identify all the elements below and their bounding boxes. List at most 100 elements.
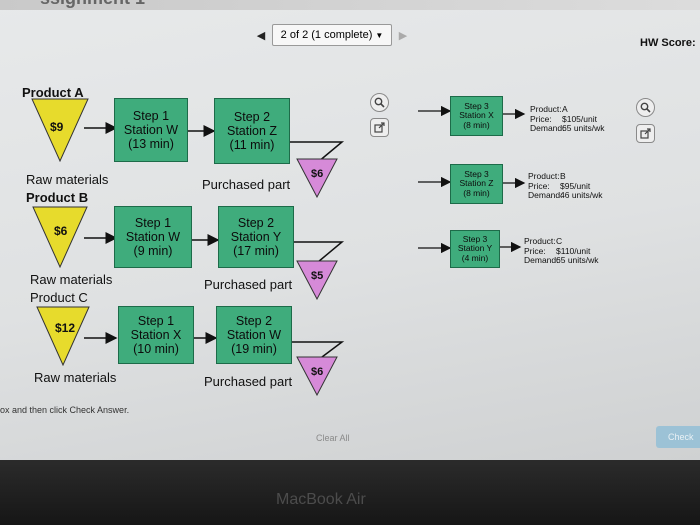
product-c-title: Product C [30,290,88,305]
open-external-icon-right[interactable] [636,124,655,143]
time-label: (9 min) [133,244,173,258]
time-label: (13 min) [128,137,174,151]
price-key: Price: [530,113,552,124]
step3-station-x-box[interactable]: Step 3 Station X (8 min) [450,96,503,136]
price-value: $105/unit [562,113,597,124]
product-b-title: Product B [26,190,89,205]
time-label: (17 min) [233,244,279,258]
product-c-info: Product:C Price:$110/unit Demand:65 unit… [524,236,599,266]
hw-score-label: HW Score: [640,37,696,49]
product-a-step1-box[interactable]: Step 1 Station W (13 min) [114,98,188,162]
station-label: Station Y [230,230,282,244]
raw-materials-a-triangle[interactable] [31,98,89,162]
step-label: Step 2 [237,216,275,230]
raw-materials-c-label: Raw materials [34,370,117,385]
time-label: (8 min) [463,187,490,198]
flow-connectors [105,105,526,361]
price-value: $110/unit [556,245,591,256]
product-a-title: Product A [22,85,84,100]
demand-key: Demand: [528,190,563,200]
step-label: Step 3 [464,168,489,179]
step3-station-z-box[interactable]: Step 3 Station Z (8 min) [450,164,503,204]
product-a-info: Product:A Price:$105/unit Demand:65 unit… [530,104,605,134]
purchased-part-b-triangle[interactable] [296,260,338,300]
demand-value: 65 units/wk [556,255,599,265]
raw-materials-a-price: $9 [50,120,64,134]
time-label: (11 min) [229,138,275,152]
step-label: Step 3 [462,233,488,244]
product-name: A [562,104,568,114]
open-external-icon[interactable] [370,118,389,137]
demand-value: 46 units/wk [560,190,603,200]
purchased-part-b-label: Purchased part [204,277,293,292]
product-key: Product: [528,171,560,181]
product-c-step1-box[interactable]: Step 1 Station X (10 min) [118,306,194,364]
station-label: Station Z [459,178,494,189]
step-label: Step 1 [132,109,170,123]
next-arrow-icon: ▶ [398,29,408,42]
zoom-icon-right[interactable] [636,98,655,117]
check-answer-button[interactable]: Check [656,426,700,448]
station-label: Station X [459,110,494,121]
raw-materials-b-label: Raw materials [30,272,113,287]
product-b-info: Product:B Price: $95/unit Demand:46 units… [528,171,603,201]
prev-arrow-icon: ◀ [256,29,266,42]
demand-value: 65 units/wk [562,123,605,133]
arrow-a-step2-exit [290,141,345,163]
step-label: Step 2 [235,314,273,328]
purchased-part-c-label: Purchased part [204,374,293,389]
next-question-button[interactable]: ▶ [392,25,414,45]
time-label: (19 min) [231,342,277,356]
station-label: Station Y [457,243,493,254]
raw-materials-a-label: Raw materials [26,172,109,187]
purchased-part-a-triangle[interactable] [296,158,338,198]
step-label: Step 3 [464,100,489,111]
product-b-step1-box[interactable]: Step 1 Station W (9 min) [114,206,192,268]
product-key: Product: [524,236,556,246]
arrow-b-step2-exit [294,241,345,263]
product-b-step2-box[interactable]: Step 2 Station Y (17 min) [218,206,294,268]
step-label: Step 1 [134,216,172,230]
raw-materials-b-triangle[interactable] [32,206,88,268]
purchased-part-b-price: $5 [311,270,324,282]
product-c-step2-box[interactable]: Step 2 Station W (19 min) [216,306,292,364]
step-label: Step 1 [137,314,175,328]
product-name: B [560,171,566,181]
product-a-step2-box[interactable]: Step 2 Station Z (11 min) [214,98,290,164]
time-label: (4 min) [461,252,489,263]
station-label: Station W [226,328,282,342]
question-select-label: 2 of 2 (1 complete) [280,29,373,41]
laptop-brand-label: MacBook Air [276,491,366,508]
raw-materials-c-price: $12 [55,321,76,335]
purchased-part-a-price: $6 [311,168,324,180]
station-label: Station W [123,123,179,137]
purchased-part-c-triangle[interactable] [296,356,338,396]
price-key: Price: [528,180,550,191]
question-select-dropdown[interactable]: 2 of 2 (1 complete) ▼ [272,24,392,46]
price-value: $95/unit [560,180,591,191]
screen: ssignment 1 ◀ 2 of 2 (1 complete) ▼ ▶ HW… [0,0,700,460]
arrow-c-step2-exit [292,341,345,361]
purchased-part-a-label: Purchased part [202,177,291,192]
chevron-down-icon: ▼ [375,30,384,40]
demand-key: Demand: [530,123,565,133]
station-label: Station X [130,328,182,342]
station-label: Station W [125,230,181,244]
station-label: Station Z [226,124,278,138]
product-name: C [556,236,563,246]
zoom-icon[interactable] [370,93,389,112]
previous-question-button[interactable]: ◀ [250,25,272,45]
instruction-text: ox and then click Check Answer. [0,405,130,415]
question-pager: ◀ 2 of 2 (1 complete) ▼ ▶ [250,24,420,46]
assignment-title: ssignment 1 [40,0,145,9]
clear-all-button[interactable]: Clear All [316,433,350,443]
step-label: Step 2 [233,110,271,124]
demand-key: Demand: [524,255,559,265]
purchased-part-c-price: $6 [311,366,324,378]
raw-materials-c-triangle[interactable] [36,306,90,366]
assignment-title-bar: ssignment 1 [0,0,700,10]
raw-materials-b-price: $6 [54,224,68,238]
laptop-bezel [0,460,700,525]
step3-station-y-box[interactable]: Step 3 Station Y (4 min) [450,230,500,268]
time-label: (8 min) [463,119,490,130]
